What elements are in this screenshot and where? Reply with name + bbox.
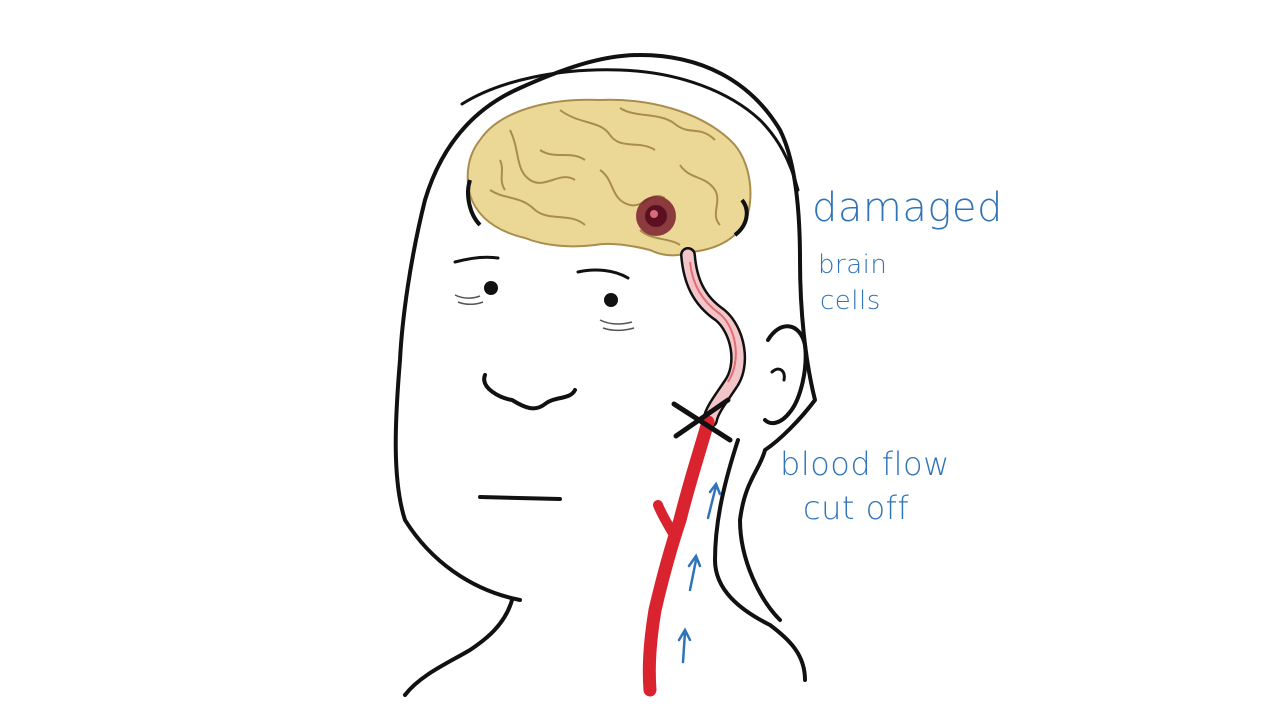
damage-spot: [636, 196, 676, 236]
right-eyebrow: [576, 268, 630, 280]
head-outline: [393, 53, 817, 622]
label-cells: cells: [820, 286, 881, 316]
mouth: [478, 495, 562, 501]
ear: [763, 324, 808, 426]
eye-wrinkles: [454, 294, 635, 332]
skull-line: [460, 68, 800, 192]
label-blood-flow: blood flow: [780, 445, 950, 483]
label-damaged: damaged: [812, 185, 1003, 231]
artery-branch: [653, 500, 679, 540]
left-eyebrow: [453, 255, 500, 264]
label-cut-off: cut off: [803, 489, 910, 527]
ear-inner: [770, 367, 786, 382]
x-mark-icon: [671, 397, 733, 443]
neck-right: [712, 438, 807, 682]
label-brain: brain: [818, 250, 888, 280]
artery-lower: [642, 415, 715, 697]
neck-left: [403, 598, 514, 697]
brain-shape: [466, 98, 752, 257]
right-eye: [604, 293, 618, 307]
left-eye: [484, 281, 498, 295]
up-arrow-icon: [677, 481, 722, 664]
brain: [466, 98, 752, 257]
nose: [482, 373, 577, 411]
